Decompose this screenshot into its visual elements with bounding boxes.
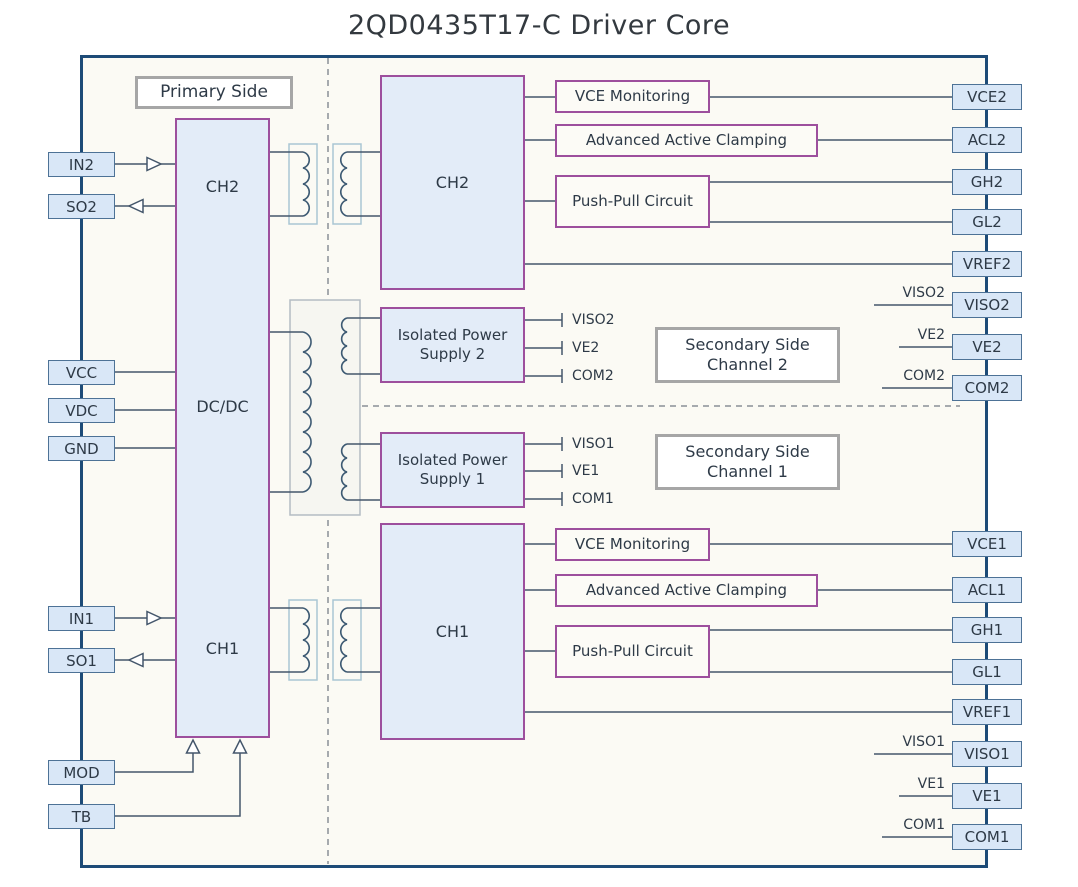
supply2-out-viso2-label: VISO2 bbox=[572, 312, 615, 328]
pin-tb: TB bbox=[48, 804, 115, 829]
wire-ve1-label: VE1 bbox=[917, 776, 945, 792]
supply1-out-com1-label: COM1 bbox=[572, 491, 614, 507]
pin-so1: SO1 bbox=[48, 648, 115, 673]
pin-acl2: ACL2 bbox=[952, 127, 1022, 153]
primary-ch1-label: CH1 bbox=[205, 639, 240, 658]
ch2-active-clamping-block: Advanced Active Clamping bbox=[555, 124, 818, 157]
pin-com2: COM2 bbox=[952, 375, 1022, 401]
arrow-tb bbox=[232, 738, 248, 754]
pin-viso2: VISO2 bbox=[952, 292, 1022, 318]
ch2-vce-monitoring-block: VCE Monitoring bbox=[555, 80, 710, 113]
wire-com1-label: COM1 bbox=[903, 817, 945, 833]
coil-ch1-secondary bbox=[339, 607, 348, 673]
ch1-push-pull-block: Push-Pull Circuit bbox=[555, 625, 710, 678]
diagram-title: 2QD0435T17-C Driver Core bbox=[347, 10, 731, 41]
supply1-out-ve1-label: VE1 bbox=[572, 463, 600, 479]
pin-gh1: GH1 bbox=[952, 617, 1022, 643]
transformer-windings bbox=[302, 151, 348, 673]
pin-acl1: ACL1 bbox=[952, 577, 1022, 603]
arrow-so1 bbox=[127, 652, 144, 668]
pin-gnd: GND bbox=[48, 436, 115, 461]
pin-ve2: VE2 bbox=[952, 334, 1022, 360]
supply2-out-ve2-label: VE2 bbox=[572, 340, 600, 356]
arrow-in2 bbox=[146, 156, 163, 172]
pin-com1: COM1 bbox=[952, 824, 1022, 850]
ch1-active-clamping-block: Advanced Active Clamping bbox=[555, 574, 818, 607]
coil-dcdc-secondary2 bbox=[340, 317, 348, 375]
pin-so2: SO2 bbox=[48, 194, 115, 219]
secondary-side-channel2-label: Secondary Side Channel 2 bbox=[655, 327, 840, 383]
pin-vcc: VCC bbox=[48, 360, 115, 385]
primary-ch2-label: CH2 bbox=[205, 177, 240, 196]
ch2-secondary-block: CH2 bbox=[380, 75, 525, 290]
primary-dcdc-label: DC/DC bbox=[196, 397, 249, 416]
wire-ve2-label: VE2 bbox=[917, 327, 945, 343]
pin-vce1: VCE1 bbox=[952, 531, 1022, 557]
pin-gh2: GH2 bbox=[952, 169, 1022, 195]
pin-vce2: VCE2 bbox=[952, 84, 1022, 110]
isolation-barrier-dashed-lines bbox=[327, 58, 960, 864]
coil-ch2-primary bbox=[302, 151, 311, 217]
pin-gl2: GL2 bbox=[952, 209, 1022, 235]
arrow-in1 bbox=[146, 610, 163, 626]
wire-viso2-label: VISO2 bbox=[902, 285, 945, 301]
signal-wires bbox=[115, 96, 952, 838]
pin-gl1: GL1 bbox=[952, 659, 1022, 685]
primary-driver-block: CH2 DC/DC CH1 bbox=[175, 118, 270, 738]
transformer-enclosures bbox=[288, 143, 362, 681]
primary-side-label: Primary Side bbox=[135, 76, 293, 109]
arrow-so2 bbox=[127, 198, 144, 214]
arrow-mod bbox=[185, 738, 201, 754]
ch1-vce-monitoring-block: VCE Monitoring bbox=[555, 528, 710, 561]
wire-viso1-label: VISO1 bbox=[902, 734, 945, 750]
pin-in2: IN2 bbox=[48, 152, 115, 177]
isolated-power-supply-2-block: Isolated Power Supply 2 bbox=[380, 307, 525, 383]
wire-com2-label: COM2 bbox=[903, 368, 945, 384]
coil-dcdc-primary bbox=[302, 331, 312, 493]
pin-vref2: VREF2 bbox=[952, 251, 1022, 277]
secondary-side-channel1-label: Secondary Side Channel 1 bbox=[655, 434, 840, 490]
ch1-secondary-block: CH1 bbox=[380, 523, 525, 740]
coil-ch2-secondary bbox=[339, 151, 348, 217]
pin-mod: MOD bbox=[48, 760, 115, 785]
pin-vdc: VDC bbox=[48, 398, 115, 423]
ch2-push-pull-block: Push-Pull Circuit bbox=[555, 175, 710, 228]
pin-viso1: VISO1 bbox=[952, 741, 1022, 767]
arrowheads bbox=[127, 156, 248, 754]
pin-in1: IN1 bbox=[48, 606, 115, 631]
supply1-out-viso1-label: VISO1 bbox=[572, 436, 615, 452]
isolated-power-supply-1-block: Isolated Power Supply 1 bbox=[380, 432, 525, 508]
pin-vref1: VREF1 bbox=[952, 699, 1022, 725]
coil-ch1-primary bbox=[302, 607, 311, 673]
coil-dcdc-secondary1 bbox=[340, 443, 348, 501]
supply2-out-com2-label: COM2 bbox=[572, 368, 614, 384]
pin-ve1: VE1 bbox=[952, 783, 1022, 809]
